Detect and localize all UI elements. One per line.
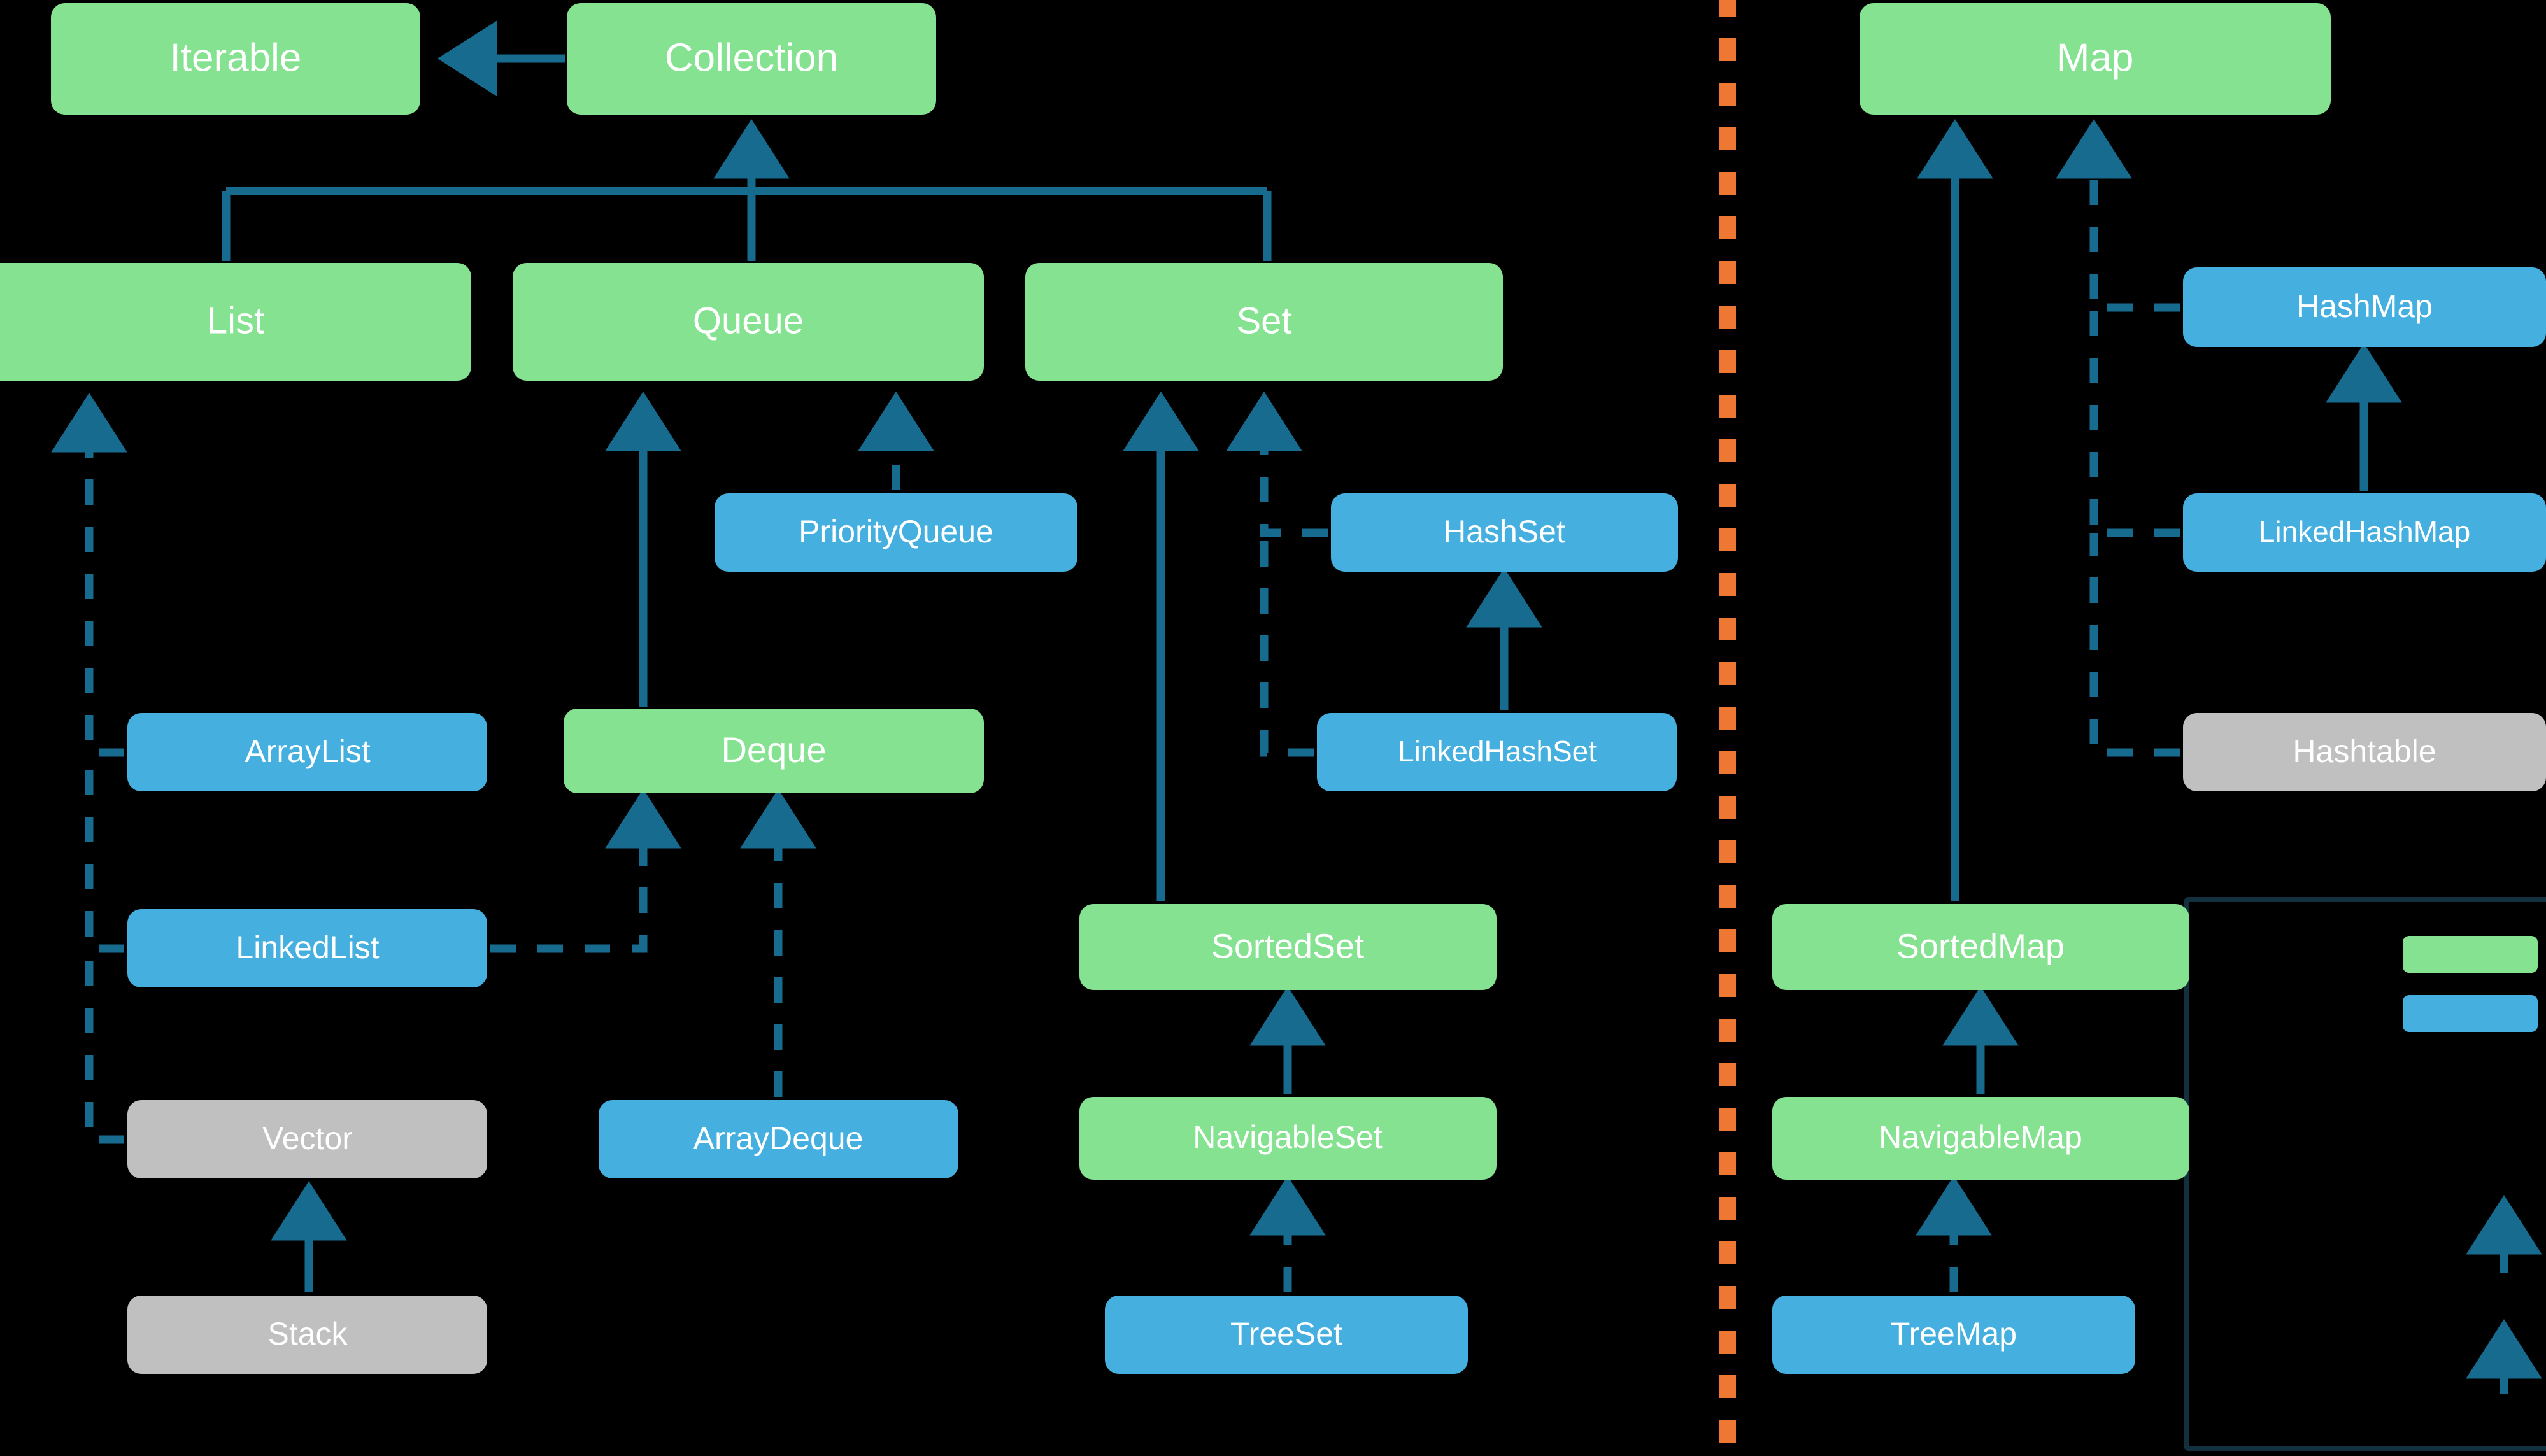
edge-vector-to-list: [85, 949, 124, 1144]
node-map[interactable]: Map: [1860, 3, 2331, 115]
node-label-queue: Queue: [693, 300, 804, 341]
node-arraydeque[interactable]: ArrayDeque: [599, 1100, 958, 1178]
node-label-sortedset: SortedSet: [1211, 927, 1364, 965]
node-set[interactable]: Set: [1025, 263, 1503, 381]
node-label-vector: Vector: [262, 1120, 353, 1156]
node-collection[interactable]: Collection: [567, 3, 936, 115]
node-sortedset[interactable]: SortedSet: [1079, 904, 1497, 990]
nodes-layer: Iterable Collection Map List Queue Se: [0, 3, 2546, 1374]
edge-arraylist-to-list: [51, 392, 127, 757]
node-label-linkedlist: LinkedList: [236, 929, 379, 965]
legend-border: [2184, 897, 2546, 1451]
legend-box: [2184, 897, 2546, 1451]
node-linkedlist[interactable]: LinkedList: [127, 909, 487, 987]
node-label-navigablemap: NavigableMap: [1879, 1119, 2082, 1155]
edges-layer: [51, 20, 2402, 1292]
node-navigablemap[interactable]: NavigableMap: [1772, 1097, 2189, 1180]
node-label-priorityqueue: PriorityQueue: [799, 514, 993, 549]
node-label-deque: Deque: [721, 730, 826, 770]
node-sortedmap[interactable]: SortedMap: [1772, 904, 2189, 990]
node-stack[interactable]: Stack: [127, 1296, 487, 1374]
node-label-navigableset: NavigableSet: [1193, 1119, 1383, 1155]
node-label-arraydeque: ArrayDeque: [693, 1120, 864, 1156]
node-linkedhashset[interactable]: LinkedHashSet: [1317, 713, 1677, 791]
edge-hashset-to-set: [1226, 391, 1328, 537]
node-label-linkedhashset: LinkedHashSet: [1398, 735, 1597, 768]
node-label-list: List: [207, 300, 264, 341]
node-linkedhashmap[interactable]: LinkedHashMap: [2183, 493, 2546, 572]
node-label-stack: Stack: [267, 1316, 348, 1352]
node-hashmap[interactable]: HashMap: [2183, 267, 2546, 347]
node-treeset[interactable]: TreeSet: [1105, 1296, 1468, 1374]
node-label-map: Map: [2057, 36, 2134, 80]
node-label-arraylist: ArrayList: [245, 733, 370, 769]
node-label-hashset: HashSet: [1443, 514, 1565, 549]
node-label-treemap: TreeMap: [1891, 1316, 2017, 1352]
node-label-set: Set: [1236, 300, 1291, 341]
node-queue[interactable]: Queue: [513, 263, 984, 381]
node-navigableset[interactable]: NavigableSet: [1079, 1097, 1497, 1180]
edge-linkedlist-to-deque: [490, 788, 681, 953]
edge-hashtable-to-map: [2089, 533, 2180, 757]
node-label-sortedmap: SortedMap: [1896, 927, 2065, 965]
node-iterable[interactable]: Iterable: [51, 3, 420, 115]
node-label-treeset: TreeSet: [1230, 1316, 1342, 1352]
node-treemap[interactable]: TreeMap: [1772, 1296, 2135, 1374]
node-label-iterable: Iterable: [170, 36, 302, 80]
legend-swatch-class: [2403, 995, 2538, 1032]
node-label-collection: Collection: [665, 36, 838, 80]
edge-hashmap-to-map: [2056, 118, 2180, 312]
node-hashtable[interactable]: Hashtable: [2183, 713, 2546, 791]
node-vector[interactable]: Vector: [127, 1100, 487, 1178]
legend-swatch-interface: [2403, 936, 2538, 973]
node-label-hashmap: HashMap: [2296, 288, 2433, 324]
node-label-hashtable: Hashtable: [2293, 733, 2436, 769]
node-deque[interactable]: Deque: [564, 709, 984, 793]
node-label-linkedhashmap: LinkedHashMap: [2259, 515, 2470, 548]
node-hashset[interactable]: HashSet: [1331, 493, 1678, 572]
edge-linkedhashset-to-set: [1260, 533, 1314, 757]
node-list[interactable]: List: [0, 263, 471, 381]
node-priorityqueue[interactable]: PriorityQueue: [715, 493, 1077, 572]
node-arraylist[interactable]: ArrayList: [127, 713, 487, 791]
edge-linkedlist-to-list: [85, 753, 124, 953]
edge-linkedhashmap-to-map: [2089, 307, 2180, 537]
